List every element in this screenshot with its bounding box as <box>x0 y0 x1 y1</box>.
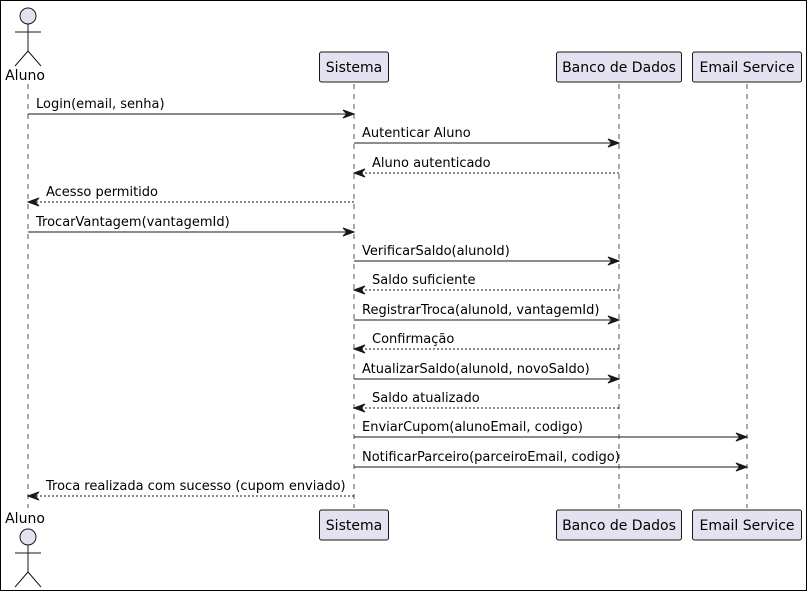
message-trocarvantagem-vantagemid: TrocarVantagem(vantagemId) <box>28 215 356 237</box>
participant-label: Email Service <box>699 60 794 76</box>
actor-head-icon <box>19 7 37 25</box>
message-label: RegistrarTroca(alunoId, vantagemId) <box>362 303 599 318</box>
arrowhead-icon <box>607 256 621 266</box>
message-label: EnviarCupom(alunoEmail, codigo) <box>362 420 583 435</box>
arrowhead-icon <box>607 315 621 325</box>
participant-sistema-top: Sistema <box>319 51 389 83</box>
participant-box <box>692 509 802 541</box>
arrowhead-icon <box>26 491 40 501</box>
message-acesso-permitido: Acesso permitido <box>26 185 354 207</box>
message-label: NotificarParceiro(parceiroEmail, codigo) <box>362 450 620 465</box>
participant-label: Banco de Dados <box>562 60 676 76</box>
arrowhead-icon <box>607 374 621 384</box>
participant-box <box>556 51 682 83</box>
participant-label: Banco de Dados <box>562 518 676 534</box>
message-label: Autenticar Aluno <box>362 126 471 141</box>
participant-label: Aluno <box>5 68 45 84</box>
arrowhead-icon <box>607 138 621 148</box>
participant-email-bottom: Email Service <box>692 509 802 541</box>
participant-banco-top: Banco de Dados <box>556 51 682 83</box>
participant-label: Aluno <box>5 511 45 527</box>
message-saldo-suficiente: Saldo suficiente <box>352 273 619 295</box>
message-login-email-senha: Login(email, senha) <box>28 97 356 119</box>
message-autenticar-aluno: Autenticar Aluno <box>354 126 621 148</box>
participant-email-top: Email Service <box>692 51 802 83</box>
arrowhead-icon <box>26 197 40 207</box>
participant-box <box>319 509 389 541</box>
message-atualizarsaldo-alunoid-novosaldo: AtualizarSaldo(alunoId, novoSaldo) <box>354 362 621 384</box>
actor-aluno-top: Aluno <box>5 7 45 84</box>
participant-box <box>319 51 389 83</box>
message-troca-realizada-com-sucesso-cupom-enviado: Troca realizada com sucesso (cupom envia… <box>26 479 354 501</box>
message-label: AtualizarSaldo(alunoId, novoSaldo) <box>362 362 590 377</box>
actor-body-icon <box>14 545 42 588</box>
message-label: Confirmação <box>372 332 454 347</box>
message-label: Aluno autenticado <box>372 156 491 171</box>
message-label: VerificarSaldo(alunoId) <box>362 244 510 259</box>
arrowhead-icon <box>342 109 356 119</box>
message-saldo-atualizado: Saldo atualizado <box>352 391 619 413</box>
participant-label: Sistema <box>326 60 382 76</box>
arrowhead-icon <box>352 285 366 295</box>
arrowhead-icon <box>735 462 749 472</box>
arrowhead-icon <box>352 168 366 178</box>
message-label: Saldo suficiente <box>372 273 475 288</box>
participant-label: Sistema <box>326 518 382 534</box>
participant-label: Email Service <box>699 518 794 534</box>
participant-sistema-bottom: Sistema <box>319 509 389 541</box>
message-label: Login(email, senha) <box>36 97 165 112</box>
message-label: TrocarVantagem(vantagemId) <box>35 215 230 230</box>
arrowhead-icon <box>735 432 749 442</box>
message-verificarsaldo-alunoid: VerificarSaldo(alunoId) <box>354 244 621 266</box>
message-notificarparceiro-parceiroemail-codigo: NotificarParceiro(parceiroEmail, codigo) <box>354 450 749 472</box>
arrowhead-icon <box>352 344 366 354</box>
message-label: Acesso permitido <box>46 185 158 200</box>
participant-banco-bottom: Banco de Dados <box>556 509 682 541</box>
participant-box <box>556 509 682 541</box>
message-enviarcupom-alunoemail-codigo: EnviarCupom(alunoEmail, codigo) <box>354 420 749 442</box>
message-confirma-o: Confirmação <box>352 332 619 354</box>
arrowhead-icon <box>352 403 366 413</box>
actor-aluno-bottom: Aluno <box>5 511 45 588</box>
message-label: Troca realizada com sucesso (cupom envia… <box>45 479 346 494</box>
message-registrartroca-alunoid-vantagemid: RegistrarTroca(alunoId, vantagemId) <box>354 303 621 325</box>
participant-box <box>692 51 802 83</box>
message-label: Saldo atualizado <box>372 391 480 406</box>
arrowhead-icon <box>342 227 356 237</box>
message-aluno-autenticado: Aluno autenticado <box>352 156 619 178</box>
actor-head-icon <box>19 528 37 546</box>
actor-body-icon <box>14 24 42 67</box>
